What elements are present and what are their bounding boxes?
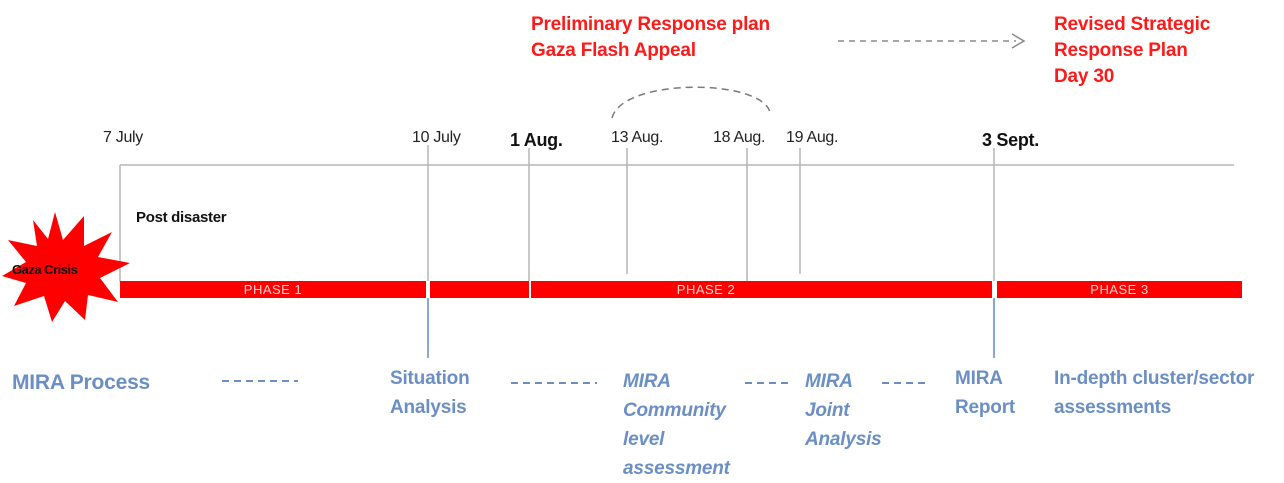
situation-line1: Situation (390, 368, 470, 389)
mira-process-label: MIRA Process (12, 371, 151, 394)
joint-analysis-label: MIRA Joint Analysis (805, 367, 882, 454)
crisis-starburst-icon (2, 212, 130, 322)
community-line2: Community (623, 400, 726, 421)
joint-line3: Analysis (805, 429, 882, 450)
revised-line2: Response Plan (1054, 40, 1188, 61)
community-line1: MIRA (623, 371, 671, 392)
date-19-aug: 19 Aug. (786, 129, 839, 146)
date-10-july: 10 July (412, 129, 461, 146)
phase-1b-bar (430, 281, 529, 298)
phase-3-label: PHASE 3 (1090, 282, 1149, 297)
date-13-aug: 13 Aug. (611, 129, 664, 146)
phase-1-bar (120, 281, 426, 298)
date-3-sept: 3 Sept. (982, 130, 1039, 150)
preliminary-line1: Preliminary Response plan (531, 14, 770, 35)
preliminary-plan-note: Preliminary Response plan Gaza Flash App… (531, 12, 770, 64)
phase-1-label: PHASE 1 (243, 282, 303, 297)
community-assessment-label: MIRA Community level assessment (623, 367, 730, 483)
post-disaster-label: Post disaster (136, 209, 227, 226)
revised-line3: Day 30 (1054, 66, 1115, 87)
indepth-line1: In-depth cluster/sector (1054, 368, 1255, 389)
in-depth-assessments-label: In-depth cluster/sector assessments (1054, 364, 1254, 422)
mira-report-label: MIRA Report (955, 364, 1015, 422)
phase-2-bar (531, 281, 992, 298)
report-line2: Report (955, 397, 1016, 418)
preliminary-line2: Gaza Flash Appeal (531, 40, 696, 61)
revised-line1: Revised Strategic (1054, 14, 1211, 35)
situation-line2: Analysis (390, 397, 467, 418)
gaza-crisis-label: Gaza Crisis (12, 262, 78, 277)
flash-appeal-arc (611, 86, 771, 119)
community-line4: assessment (623, 458, 730, 479)
situation-analysis-label: Situation Analysis (390, 364, 470, 422)
joint-line1: MIRA (805, 371, 853, 392)
revised-plan-note: Revised Strategic Response Plan Day 30 (1054, 12, 1210, 90)
date-1-aug: 1 Aug. (510, 130, 563, 150)
phase-3-bar (997, 281, 1242, 298)
phase-2-label: PHASE 2 (676, 282, 736, 297)
joint-line2: Joint (805, 400, 850, 421)
community-line3: level (623, 429, 665, 450)
date-7-july: 7 July (103, 129, 143, 146)
arrow-right-icon (1011, 33, 1026, 49)
indepth-line2: assessments (1054, 397, 1172, 418)
report-line1: MIRA (955, 368, 1003, 389)
date-18-aug: 18 Aug. (713, 129, 766, 146)
